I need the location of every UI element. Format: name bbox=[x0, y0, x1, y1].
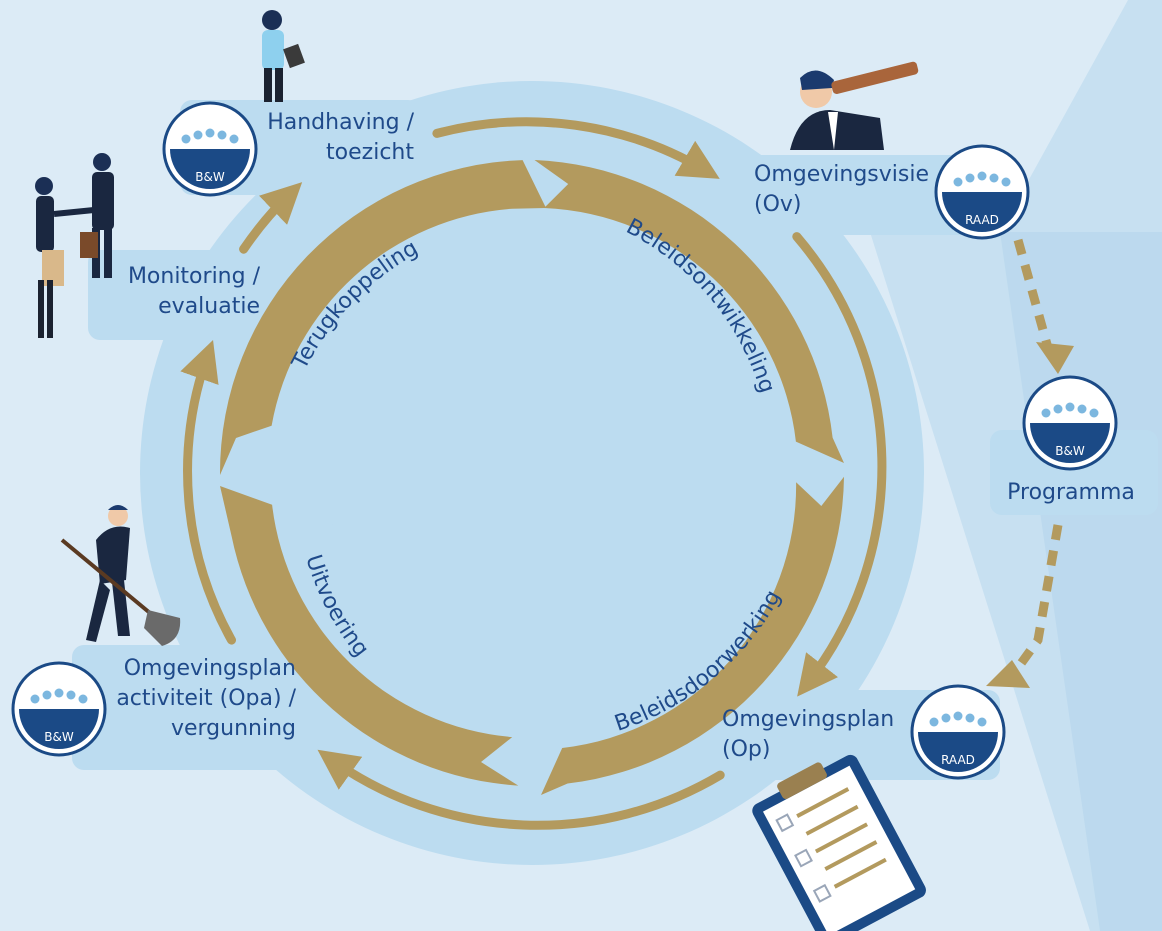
arrow-to-handhaving bbox=[239, 182, 303, 254]
badge-programma: B&W bbox=[1022, 375, 1118, 471]
badge-handhaving: B&W bbox=[162, 101, 258, 197]
omgevingsplan-line-1: Omgevingsplan bbox=[722, 707, 895, 732]
inner-disc bbox=[326, 267, 738, 679]
segment-beleidsontwikkeling bbox=[534, 160, 844, 463]
omgevingsvisie-label: Omgevingsvisie (Ov) bbox=[754, 160, 934, 220]
programma-line-1: Programma bbox=[1007, 480, 1135, 505]
badge-opa: B&W bbox=[11, 661, 107, 757]
dashed-arrowhead-1 bbox=[1036, 342, 1074, 374]
arrow-to-monitoring bbox=[180, 340, 236, 645]
svg-text:B&W: B&W bbox=[195, 170, 225, 184]
opa-line-3: vergunning bbox=[170, 716, 296, 741]
programma-label: Programma bbox=[996, 478, 1146, 508]
badge-omgevingsvisie: RAAD bbox=[934, 144, 1030, 240]
omgevingsvisie-line-1: Omgevingsvisie bbox=[754, 162, 929, 187]
dashed-arrowhead-2 bbox=[986, 660, 1030, 688]
businessman-telescope-icon bbox=[790, 61, 919, 150]
svg-text:RAAD: RAAD bbox=[965, 213, 999, 227]
man-shovel-icon bbox=[60, 505, 181, 646]
arrow-to-omgevingsplan bbox=[792, 232, 887, 697]
handhaving-line-2: toezicht bbox=[326, 140, 414, 165]
clipboard-icon bbox=[752, 754, 926, 931]
handshake-icon bbox=[35, 153, 114, 338]
handhaving-line-1: Handhaving / bbox=[267, 110, 414, 135]
svg-text:B&W: B&W bbox=[1055, 444, 1085, 458]
arrow-to-opa bbox=[317, 749, 725, 830]
woman-tablet-icon bbox=[262, 10, 305, 102]
monitoring-box bbox=[88, 250, 288, 340]
omgevingsvisie-box bbox=[700, 155, 1000, 235]
svg-text:B&W: B&W bbox=[44, 730, 74, 744]
svg-text:RAAD: RAAD bbox=[941, 753, 975, 767]
badge-omgevingsplan: RAAD bbox=[910, 684, 1006, 780]
opa-label: Omgevingsplan activiteit (Opa) / vergunn… bbox=[100, 654, 296, 744]
monitoring-line-2: evaluatie bbox=[158, 294, 260, 319]
omgevingsplan-label: Omgevingsplan (Op) bbox=[722, 705, 902, 765]
omgevingsplan-line-2: (Op) bbox=[722, 737, 771, 762]
arrow-to-omgevingsvisie bbox=[432, 117, 720, 179]
opa-line-1: Omgevingsplan bbox=[123, 656, 296, 681]
opa-line-2: activiteit (Opa) / bbox=[116, 686, 296, 711]
segment-terugkoppeling bbox=[219, 160, 546, 475]
handhaving-label: Handhaving / toezicht bbox=[240, 108, 414, 168]
monitoring-line-1: Monitoring / bbox=[127, 264, 260, 289]
dashed-arrow-omgevingsplan bbox=[1008, 524, 1063, 679]
omgevingsvisie-line-2: (Ov) bbox=[754, 192, 802, 217]
segment-uitvoering bbox=[220, 486, 519, 786]
monitoring-label: Monitoring / evaluatie bbox=[90, 262, 260, 322]
dashed-arrow-programma bbox=[1013, 238, 1053, 350]
opa-box bbox=[72, 645, 322, 770]
segment-beleidsdoorwerking bbox=[541, 476, 844, 795]
